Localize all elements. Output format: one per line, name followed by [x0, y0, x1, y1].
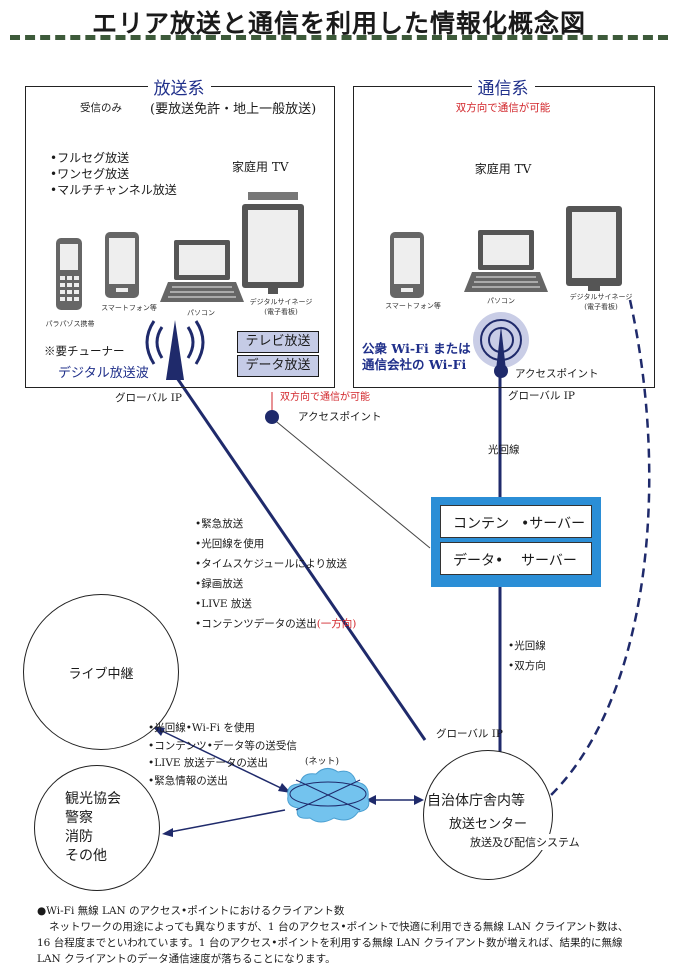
org-fire: 消防	[65, 829, 93, 845]
broadcast-type-list: •フルセグ放送 •ワンセグ放送 •マルチチャンネル放送	[50, 150, 177, 198]
wifi-access-point-icon	[473, 312, 529, 378]
access-point-label: アクセスポイント	[298, 411, 382, 423]
smartphone-icon	[105, 232, 139, 298]
access-point-link	[271, 417, 431, 549]
global-ip-right: グローバル IP	[508, 390, 575, 402]
digital-signage-icon	[242, 192, 304, 294]
footnote-line: LAN クライアントのデータ通信速度が落ちることになります。	[37, 953, 336, 965]
comm-access-point-label: アクセスポイント	[515, 368, 599, 380]
feature-item: •タイムスケジュールにより放送	[195, 558, 348, 570]
recv-only-label: 受信のみ	[80, 102, 122, 114]
bidir-red-label: 双方向で通信が可能	[280, 392, 370, 403]
footnote-heading: ●Wi-Fi 無線 LAN のアクセス•ポイントにおけるクライアント数	[37, 905, 345, 917]
center-system-label: 放送及び配信システム	[470, 834, 580, 850]
org-police: 警察	[65, 810, 93, 826]
home-tv-label-broadcast: 家庭用 TV	[232, 160, 289, 174]
label-pc-comm: パソコン	[487, 297, 515, 305]
arrow-live	[159, 729, 286, 791]
comm-bidir-label: 双方向で通信が可能	[455, 102, 551, 114]
feature-item: •光回線を使用	[195, 538, 265, 550]
signage-dashed-link	[547, 299, 651, 799]
footnote-line: ネットワークの用途によっても異なりますが、1 台のアクセス•ポイントで快適に利用…	[49, 921, 629, 933]
digital-signage-icon	[566, 206, 622, 291]
footnote: ●Wi-Fi 無線 LAN のアクセス•ポイントにおけるクライアント数 ネットワ…	[37, 903, 667, 967]
org-tourism: 観光協会	[65, 791, 121, 807]
label-feature-phone: パラパゾス携帯	[45, 320, 95, 328]
center-title: 自治体庁舎内等	[427, 793, 525, 809]
org-other: その他	[65, 848, 107, 864]
contents-server: コンテン •サーバー	[440, 505, 592, 538]
net-features-list: •光回線•Wi-Fi を使用 •コンテンツ•データ等の送受信 •LIVE 放送デ…	[148, 722, 297, 787]
data-server: データ• サーバー	[440, 542, 592, 575]
comm-heading: 通信系	[353, 74, 653, 99]
arrow-orgs	[169, 809, 286, 833]
arrow-head-orgs	[162, 828, 173, 837]
label-signage-comm: デジタルサイネージ(電子看板)	[569, 293, 633, 311]
wifi-label: 公衆 Wi-Fi または通信会社の Wi-Fi	[362, 341, 471, 372]
arrow-head-center-b	[366, 795, 376, 805]
label-signage: デジタルサイネージ(電子看板)	[249, 298, 313, 316]
broadcast-heading: 放送系	[25, 74, 333, 99]
comm-devices	[390, 206, 622, 298]
broadcast-feed-line	[173, 374, 427, 741]
access-point-dot	[265, 410, 279, 424]
page-title: エリア放送と通信を利用した情報化概念図	[91, 9, 586, 38]
internet-cloud-icon	[287, 768, 370, 823]
bullet-fullseg: •フルセグ放送	[50, 151, 130, 165]
feature-item: •緊急放送	[195, 518, 244, 530]
bullet-multichannel: •マルチチャンネル放送	[50, 183, 177, 197]
cloud-label: (ネット)	[305, 757, 340, 767]
digital-wave-label: デジタル放送波	[58, 366, 149, 381]
broadcast-antenna-icon	[145, 320, 205, 380]
center-subtitle: 放送センター	[449, 817, 528, 832]
laptop-icon	[160, 240, 244, 302]
footnote-line: 16 台程度までといわれています。1 台のアクセス•ポイントを利用する無線 LA…	[37, 937, 623, 949]
feature-phone-icon	[56, 238, 82, 310]
tv-broadcast-tag: テレビ放送	[237, 331, 319, 353]
live-relay-node: ライブ中継	[23, 594, 179, 750]
label-pc: パソコン	[187, 309, 215, 317]
server-link-list: •光回線•双方向	[508, 640, 546, 672]
title-underline	[10, 35, 668, 40]
license-label: (要放送免許・地上一般放送)	[150, 102, 317, 117]
broadcast-features-list: •緊急放送 •光回線を使用 •タイムスケジュールにより放送 •録画放送 •LIV…	[195, 514, 356, 634]
arrow-head-live	[152, 726, 165, 736]
label-smartphone-comm: スマートフォン等	[385, 302, 441, 310]
global-ip-center: グローバル IP	[436, 728, 503, 740]
home-tv-label-comm: 家庭用 TV	[474, 162, 532, 176]
data-broadcast-tag: データ放送	[237, 355, 319, 377]
feature-item: •コンテンツデータの送出(一方向)	[195, 618, 357, 630]
arrow-head-center	[414, 795, 424, 805]
organizations-node: 観光協会 警察 消防 その他	[34, 765, 160, 891]
smartphone-icon	[390, 232, 424, 298]
live-relay-label: ライブ中継	[68, 667, 134, 682]
feature-item: •録画放送	[195, 578, 244, 590]
fiber-label: 光回線	[488, 444, 520, 456]
laptop-icon	[464, 230, 548, 292]
tuner-note: ※要チューナー	[44, 344, 125, 358]
broadcast-devices	[56, 192, 304, 310]
label-smartphone: スマートフォン等	[101, 304, 157, 312]
broadcast-center-node	[423, 750, 553, 880]
bullet-oneseg: •ワンセグ放送	[50, 167, 130, 181]
global-ip-left: グローバル IP	[115, 392, 182, 404]
feature-item: •LIVE 放送	[195, 598, 252, 610]
